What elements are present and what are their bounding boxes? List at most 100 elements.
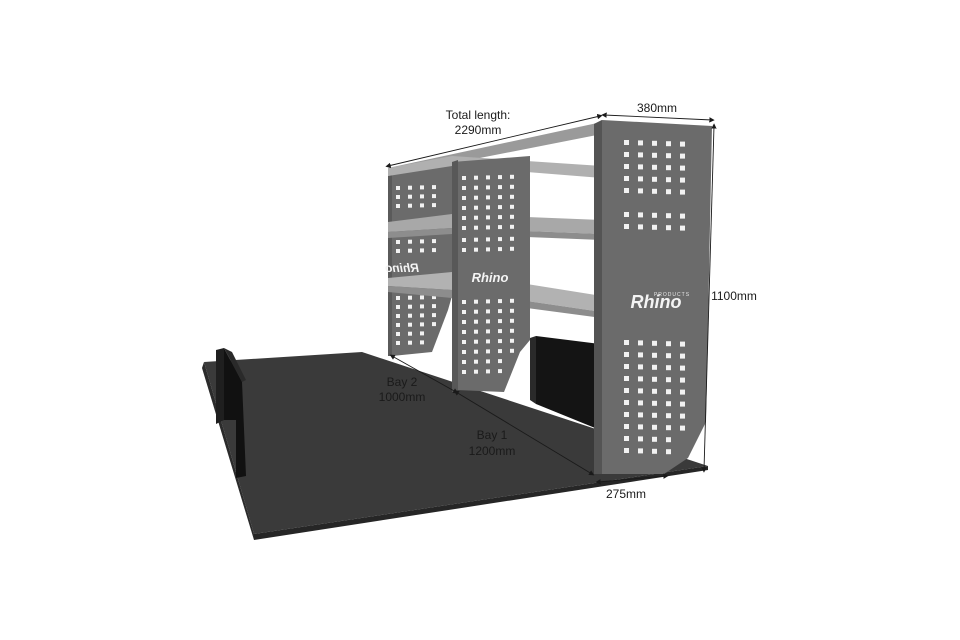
perforation-hole bbox=[420, 248, 424, 253]
perforation-hole bbox=[652, 424, 657, 430]
perforation-hole bbox=[680, 177, 685, 183]
perforation-hole bbox=[666, 401, 671, 407]
perforation-hole bbox=[432, 322, 436, 327]
perforation-hole bbox=[510, 328, 514, 333]
perforation-hole bbox=[432, 304, 436, 309]
height-label: 1100mm bbox=[711, 289, 757, 303]
perforation-hole bbox=[486, 359, 490, 364]
perforation-hole bbox=[638, 412, 643, 418]
perforation-hole bbox=[624, 164, 629, 169]
perforation-hole bbox=[498, 299, 502, 304]
perforation-hole bbox=[420, 340, 424, 345]
perforation-hole bbox=[680, 341, 685, 347]
perforation-hole bbox=[652, 448, 657, 454]
perforation-hole bbox=[652, 176, 657, 182]
perforation-hole bbox=[408, 331, 412, 336]
perforation-hole bbox=[666, 365, 671, 371]
perforation-hole bbox=[624, 176, 629, 181]
perforation-hole bbox=[638, 340, 643, 346]
perforation-hole bbox=[420, 239, 424, 244]
perforation-hole bbox=[408, 203, 412, 208]
perforation-hole bbox=[498, 309, 502, 314]
perforation-hole bbox=[666, 177, 671, 183]
perforation-hole bbox=[462, 196, 466, 200]
perforation-hole bbox=[498, 185, 502, 190]
depth-bottom-label: 275mm bbox=[606, 487, 646, 501]
perforation-hole bbox=[420, 304, 424, 309]
perforation-hole bbox=[666, 377, 671, 383]
perforation-hole bbox=[474, 319, 478, 324]
perforation-hole bbox=[498, 329, 502, 334]
perforation-hole bbox=[486, 369, 490, 374]
perforation-hole bbox=[462, 370, 466, 374]
perforation-hole bbox=[462, 320, 466, 324]
perforation-hole bbox=[638, 376, 643, 382]
perforation-hole bbox=[666, 389, 671, 395]
perforation-hole bbox=[462, 360, 466, 364]
perforation-hole bbox=[652, 364, 657, 370]
perforation-hole bbox=[624, 352, 629, 357]
perforation-hole bbox=[666, 353, 671, 359]
perforation-hole bbox=[652, 212, 657, 218]
perforation-hole bbox=[432, 194, 436, 199]
perforation-hole bbox=[408, 295, 412, 300]
perforation-hole bbox=[680, 401, 685, 407]
total-length-value: 2290mm bbox=[455, 123, 502, 137]
perforation-hole bbox=[638, 212, 643, 218]
rhino-logo-middle: Rhino bbox=[472, 270, 509, 285]
perforation-hole bbox=[680, 225, 685, 231]
perforation-hole bbox=[638, 140, 643, 146]
perforation-hole bbox=[420, 331, 424, 336]
perforation-hole bbox=[638, 400, 643, 406]
perforation-hole bbox=[680, 165, 685, 171]
perforation-hole bbox=[474, 369, 478, 374]
perforation-hole bbox=[486, 225, 490, 230]
rhino-logo-near: Rhino PRODUCTS bbox=[631, 292, 690, 312]
perforation-hole bbox=[498, 319, 502, 324]
perforation-hole bbox=[510, 298, 514, 303]
perforation-hole bbox=[666, 437, 671, 443]
perforation-hole bbox=[486, 185, 490, 190]
perforation-hole bbox=[474, 349, 478, 354]
svg-text:Rhino: Rhino bbox=[631, 292, 682, 312]
perforation-hole bbox=[420, 313, 424, 318]
perforation-hole bbox=[396, 341, 400, 345]
perforation-hole bbox=[486, 247, 490, 252]
perforation-hole bbox=[474, 195, 478, 200]
perforation-hole bbox=[680, 189, 685, 195]
perforation-hole bbox=[408, 248, 412, 253]
perforation-hole bbox=[680, 213, 685, 219]
perforation-hole bbox=[420, 185, 424, 190]
perforation-hole bbox=[638, 388, 643, 394]
perforation-hole bbox=[666, 341, 671, 347]
perforation-hole bbox=[408, 194, 412, 199]
svg-text:PRODUCTS: PRODUCTS bbox=[654, 292, 690, 298]
perforation-hole bbox=[486, 349, 490, 354]
perforation-hole bbox=[486, 215, 490, 220]
perforation-hole bbox=[396, 240, 400, 244]
perforation-hole bbox=[638, 424, 643, 430]
perforation-hole bbox=[462, 186, 466, 190]
perforation-hole bbox=[498, 237, 502, 242]
perforation-hole bbox=[462, 216, 466, 220]
perforation-hole bbox=[498, 247, 502, 252]
perforation-holes-far bbox=[396, 185, 436, 345]
perforation-hole bbox=[486, 299, 490, 304]
perforation-hole bbox=[420, 322, 424, 327]
bay2-name: Bay 2 bbox=[387, 375, 418, 389]
perforation-hole bbox=[624, 224, 629, 229]
perforation-hole bbox=[638, 164, 643, 170]
perforation-hole bbox=[498, 349, 502, 354]
perforation-hole bbox=[638, 436, 643, 442]
dimension-lines bbox=[385, 112, 717, 485]
perforation-hole bbox=[486, 329, 490, 334]
perforation-hole bbox=[510, 184, 514, 189]
perforation-hole bbox=[486, 205, 490, 210]
perforation-hole bbox=[396, 305, 400, 309]
perforation-hole bbox=[624, 376, 629, 381]
perforation-hole bbox=[396, 204, 400, 208]
perforation-hole bbox=[408, 322, 412, 327]
perforation-hole bbox=[624, 400, 629, 405]
perforation-hole bbox=[462, 330, 466, 334]
perforation-hole bbox=[486, 237, 490, 242]
